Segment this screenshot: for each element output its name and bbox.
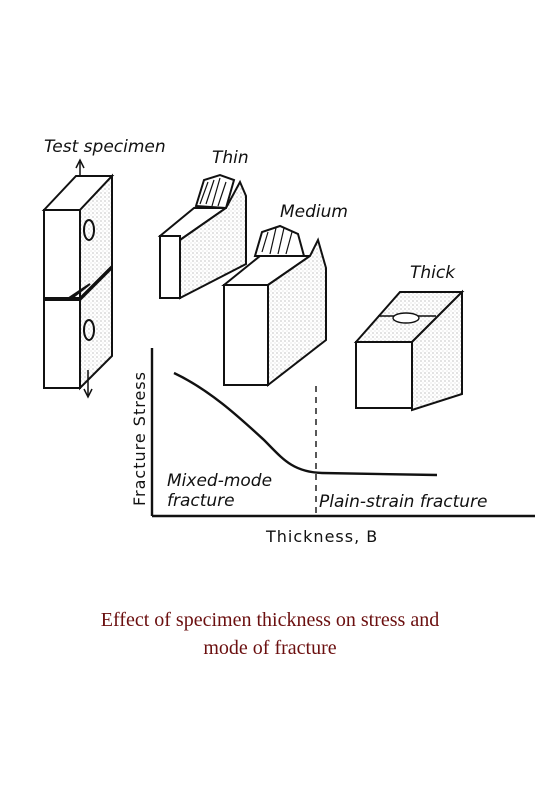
test-specimen-label: Test specimen (44, 137, 166, 157)
x-axis-label: Thickness, B (265, 527, 378, 546)
figure-caption: Effect of specimen thickness on stress a… (20, 606, 520, 662)
thick-label: Thick (410, 263, 456, 283)
load-arrow-down (83, 370, 93, 399)
thin-specimen (157, 173, 247, 300)
stress-thickness-graph: Fracture Stress Thickness, B Mixed-mode … (130, 348, 535, 546)
fracture-stress-curve (173, 371, 438, 477)
thick-specimen (353, 289, 465, 412)
mixed-mode-label: Mixed-mode (167, 471, 272, 491)
medium-label: Medium (280, 202, 348, 222)
caption-line-2: mode of fracture (203, 637, 337, 659)
caption-line-1: Effect of specimen thickness on stress a… (100, 609, 440, 631)
medium-specimen (221, 224, 327, 388)
test-specimen-block (41, 173, 115, 391)
thin-label: Thin (212, 148, 249, 168)
mixed-mode-label-line2: fracture (167, 491, 235, 511)
y-axis-label: Fracture Stress (130, 371, 149, 506)
plain-strain-label: Plain-strain fracture (319, 492, 487, 512)
